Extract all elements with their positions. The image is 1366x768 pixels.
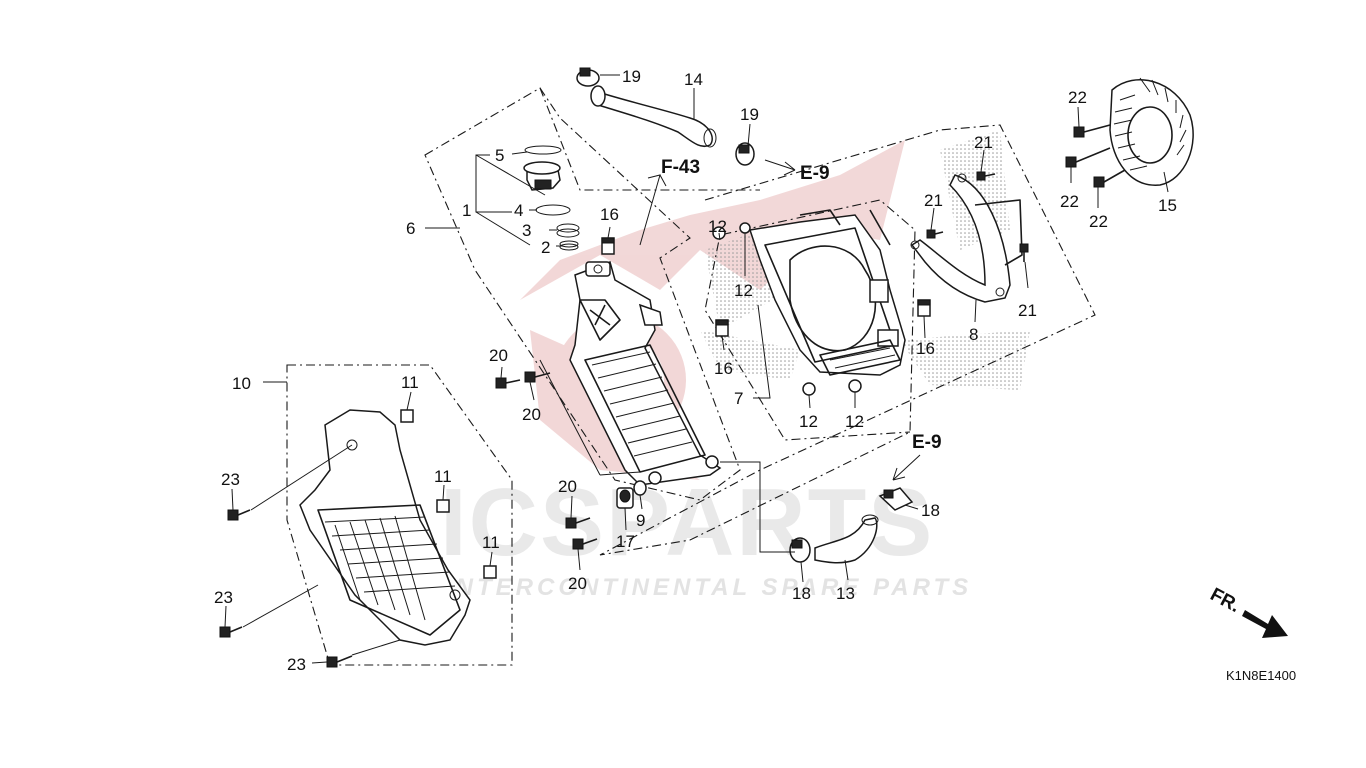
callout-20-left[interactable]: 20: [489, 346, 508, 365]
callout-22-left[interactable]: 22: [1060, 192, 1079, 211]
callout-1[interactable]: 1: [462, 201, 471, 220]
callout-12-lower-right[interactable]: 12: [845, 412, 864, 431]
callout-4[interactable]: 4: [514, 201, 523, 220]
callout-14[interactable]: 14: [684, 70, 703, 89]
leader-lines: [224, 74, 1169, 664]
front-direction-indicator: [1242, 610, 1288, 638]
callout-11-top[interactable]: 11: [401, 373, 419, 392]
grommet-17: [616, 487, 634, 509]
callout-13[interactable]: 13: [836, 584, 855, 603]
callout-21-top[interactable]: 21: [974, 133, 993, 152]
callout-23-bottom[interactable]: 23: [287, 655, 306, 674]
watermark-small-text: INTERCONTINENTAL SPARE PARTS: [445, 574, 972, 601]
callout-10[interactable]: 10: [232, 374, 251, 393]
assembly-outline-10: [286, 364, 513, 666]
reference-arrows: [639, 159, 921, 481]
assembly-outline-6: [424, 87, 760, 501]
callout-21-right[interactable]: 21: [1018, 301, 1037, 320]
callout-15[interactable]: 15: [1158, 196, 1177, 215]
callout-9[interactable]: 9: [636, 511, 645, 530]
callout-12-left[interactable]: 12: [708, 217, 727, 236]
bolts-22: [1065, 124, 1126, 188]
clips-16: [601, 237, 931, 337]
callout-5[interactable]: 5: [495, 146, 504, 165]
callout-16-top[interactable]: 16: [600, 205, 619, 224]
callout-11-lower[interactable]: 11: [482, 533, 500, 552]
shroud-7: [749, 209, 906, 376]
washer-9: [633, 480, 647, 496]
assembly-outline-7: [599, 124, 1096, 556]
callout-23-mid[interactable]: 23: [214, 588, 233, 607]
radiator-cap-parts: [523, 145, 580, 251]
callout-12-lower-left[interactable]: 12: [799, 412, 818, 431]
callout-2[interactable]: 2: [541, 238, 550, 257]
front-label: FR.: [1207, 584, 1244, 617]
radiator-6: [569, 261, 722, 486]
callout-7[interactable]: 7: [734, 389, 743, 408]
diagram-code: K1N8E1400: [1226, 668, 1296, 683]
callout-8[interactable]: 8: [969, 325, 978, 344]
reference-f43[interactable]: F-43: [661, 157, 700, 178]
callout-18-lower[interactable]: 18: [792, 584, 811, 603]
hose-13: [814, 514, 879, 564]
callout-17[interactable]: 17: [616, 532, 635, 551]
clamp-19-top: [576, 67, 606, 107]
clamp-18-lower: [789, 537, 811, 563]
callout-12-second[interactable]: 12: [734, 281, 753, 300]
fan-15: [1109, 77, 1194, 186]
callout-16-mid[interactable]: 16: [714, 359, 733, 378]
hose-14: [594, 91, 717, 148]
clamp-19-right: [735, 142, 755, 166]
bolts-20: [495, 371, 598, 550]
callout-20-bottom[interactable]: 20: [568, 574, 587, 593]
callout-19-right[interactable]: 19: [740, 105, 759, 124]
cover-plate-8: [910, 173, 1023, 303]
callout-22-top[interactable]: 22: [1068, 88, 1087, 107]
callout-11-mid[interactable]: 11: [434, 467, 452, 486]
screws-21: [926, 171, 1029, 262]
callout-20-second[interactable]: 20: [522, 405, 541, 424]
watermark-big-text: ICSPARTS: [440, 469, 934, 576]
callout-20-lower[interactable]: 20: [558, 477, 577, 496]
callout-18-right[interactable]: 18: [921, 501, 940, 520]
callout-3[interactable]: 3: [522, 221, 531, 240]
reference-e9-mid[interactable]: E-9: [912, 432, 942, 453]
callout-19-top[interactable]: 19: [622, 67, 641, 86]
radiator-cover-10: [299, 409, 471, 646]
callout-22-right[interactable]: 22: [1089, 212, 1108, 231]
reference-e9-top[interactable]: E-9: [800, 163, 830, 184]
callout-21-mid[interactable]: 21: [924, 191, 943, 210]
clamp-18-upper: [878, 487, 914, 511]
callout-23-top[interactable]: 23: [221, 470, 240, 489]
callout-16-right[interactable]: 16: [916, 339, 935, 358]
callout-6[interactable]: 6: [406, 219, 415, 238]
